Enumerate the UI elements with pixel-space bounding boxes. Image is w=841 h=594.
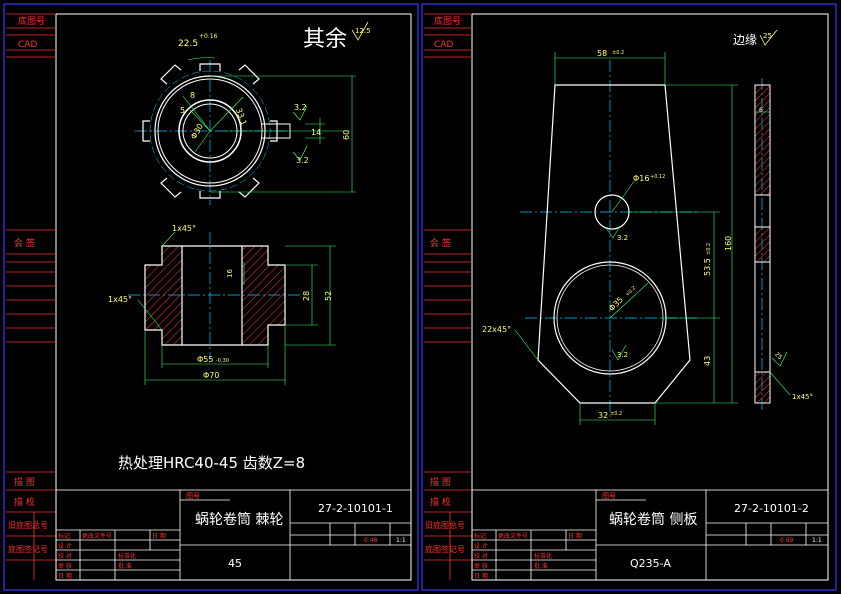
tb-left-material: 45 [228, 557, 242, 570]
dim-535-tol: ±0.2 [706, 243, 712, 255]
side-label-top: 底图号 [18, 15, 45, 27]
tb-left-change: 更改文件号 [82, 532, 112, 540]
dim-1x45b: 1x45° [108, 295, 132, 304]
side-label-cad: CAD [18, 40, 37, 50]
dim-1x45-right: 1x45° [792, 393, 813, 401]
surface-note-left: 其余 [303, 27, 347, 52]
tb-left-weight: 0.48 [364, 537, 378, 544]
side-label-sign-right: 会 签 [430, 237, 451, 249]
surface-note-right: 边缘 [733, 33, 757, 47]
side-label-sign-date-right: 底图签记号 [425, 544, 465, 554]
side-plate-side-view: 6 1x45° 25 [754, 78, 813, 410]
dim-1x45a: 1x45° [172, 224, 196, 233]
dim-32: 3.2 [617, 234, 628, 242]
dim-32a: 3.2 [294, 103, 307, 112]
side-label-old-right: 旧底图总号 [425, 520, 465, 530]
tb-right-date: 日 期 [568, 532, 582, 540]
dim-58: 58 [597, 49, 607, 58]
tb-left-mark: 标记 [58, 532, 70, 540]
sheet-right: 底图号 CAD 会 签 描 图 描 校 旧底图总号 底图签记号 [421, 3, 837, 591]
tb-right-weight: 0.69 [780, 537, 794, 544]
dim-phi16: Φ16 [633, 174, 649, 183]
tb-right-drawing-number-label: 图号 [602, 492, 616, 500]
side-label-cad-right: CAD [434, 40, 453, 50]
ratchet-section-view: 1x45° 1x45° 16 28 52 Φ55 -0.30 Φ70 [108, 224, 336, 385]
dim-535: 53.5 [703, 258, 712, 276]
side-plate-front-view: 58 ±0.2 Φ16 +0.12 3.2 160 53.5 ±0.2 Φ35 … [482, 49, 738, 425]
dim-160: 160 [724, 236, 733, 251]
side-label-top-right: 底图号 [434, 15, 461, 27]
side-label-old: 旧底图总号 [8, 520, 48, 530]
tb-right-date2: 日 期 [474, 572, 488, 580]
tb-right-review: 审 核 [474, 562, 488, 570]
side-panel-left: 底图号 CAD 会 签 描 图 描 校 旧底图总号 底图签记号 [6, 13, 56, 580]
tb-left-design: 设 计 [58, 542, 72, 550]
dim-32b-tol: ±0.2 [610, 411, 622, 417]
side-label-check-right: 描 校 [430, 496, 451, 508]
tb-right-change: 更改文件号 [498, 532, 528, 540]
tb-right-design: 设 计 [474, 542, 488, 550]
side-panel-right: 底图号 CAD 会 签 描 图 描 校 旧底图总号 底图签记号 [424, 13, 472, 580]
tb-left-title: 蜗轮卷筒 棘轮 [195, 511, 283, 528]
side-label-trace-right: 描 图 [430, 476, 451, 488]
tb-right-drawing-number: 27-2-10101-2 [734, 502, 809, 515]
dim-phi55: Φ55 [197, 355, 213, 364]
tb-left-date2: 日 期 [58, 572, 72, 580]
sheet-left-border [3, 3, 419, 591]
surface-note-left-value: 12.5 [355, 27, 371, 35]
tb-right-scale: 1:1 [812, 537, 822, 544]
dim-phi70: Φ70 [203, 371, 219, 380]
dim-phi55-tol: -0.30 [216, 358, 229, 364]
side-label-sign-date: 底图签记号 [8, 544, 48, 554]
dim-28: 28 [302, 291, 311, 301]
tb-left-date: 日 期 [152, 532, 166, 540]
dim-60: 60 [342, 130, 351, 140]
dim-angle-tol: +0.16 [199, 33, 218, 40]
title-block-left [55, 489, 412, 581]
side-label-sign: 会 签 [14, 237, 35, 249]
tech-note: 热处理HRC40-45 齿数Z=8 [118, 454, 305, 472]
tb-left-approve: 批 准 [118, 562, 132, 570]
dim-6: 6 [759, 107, 763, 114]
dim-14: 14 [311, 128, 321, 137]
tb-left-drawing-number: 27-2-10101-1 [318, 502, 393, 515]
sheet-right-border [421, 3, 837, 591]
dim-43: 43 [703, 356, 712, 366]
dim-16: 16 [226, 269, 234, 278]
dim-58-tol: ±0.2 [612, 50, 624, 56]
tb-left-drawing-number-label: 图号 [186, 492, 200, 500]
tb-right-approve: 批 准 [534, 562, 548, 570]
tb-left-scale: 1:1 [396, 537, 406, 544]
dim-32b: 3.2 [296, 156, 309, 165]
dim-angle: 22.5 [178, 39, 198, 49]
side-label-check: 描 校 [14, 496, 35, 508]
dim-22x45: 22x45° [482, 325, 511, 334]
dim-r8: 8 [190, 91, 195, 100]
dim-32-hole: 3.2 [617, 351, 628, 359]
tb-right-mark: 标记 [474, 532, 486, 540]
surface-note-right-value: 25 [763, 32, 772, 40]
tb-left-review: 审 核 [58, 562, 72, 570]
tb-left-check: 校 对 [58, 552, 72, 560]
title-block-right [471, 489, 829, 581]
dim-ra-right: 25 [773, 351, 783, 361]
tb-right-title: 蜗轮卷筒 侧板 [609, 511, 697, 528]
side-label-trace: 描 图 [14, 476, 35, 488]
tb-left-standard: 标准化 [118, 552, 136, 560]
tb-right-check: 校 对 [474, 552, 488, 560]
tb-right-standard: 标准化 [534, 552, 552, 560]
dim-32b: 32 [598, 411, 608, 420]
sheet-left: 底图号 CAD 会 签 描 图 描 校 旧底图总号 底图签记号 [3, 3, 419, 591]
dim-phi16-tol: +0.12 [650, 174, 665, 180]
tb-right-material: Q235-A [630, 557, 671, 570]
dim-r5: 5 [180, 106, 185, 115]
dim-52: 52 [324, 291, 333, 301]
